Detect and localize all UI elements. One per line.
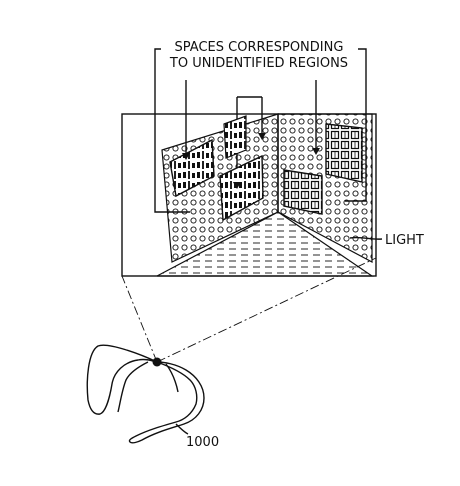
- device-reference-number: 1000: [186, 435, 219, 450]
- light-label: LIGHT: [385, 233, 424, 248]
- heading-line-1: SPACES CORRESPONDING: [175, 40, 344, 55]
- left-wall-image-1: [169, 138, 215, 198]
- floor: [156, 211, 374, 277]
- glasses-device: [86, 344, 205, 444]
- light-leader-line: [349, 236, 383, 240]
- left-wall-image-3: [223, 115, 247, 159]
- right-wall-image-1: [325, 123, 363, 183]
- projection-lines: [121, 257, 377, 363]
- heading-line-2: TO UNIDENTIFIED REGIONS: [169, 56, 348, 71]
- callout-arrowheads: [182, 133, 320, 189]
- left-wall-image-2: [219, 154, 264, 222]
- right-wall-image-2: [283, 169, 323, 215]
- device-leader-line: [175, 423, 189, 435]
- camera-sensor-dot: [152, 357, 162, 367]
